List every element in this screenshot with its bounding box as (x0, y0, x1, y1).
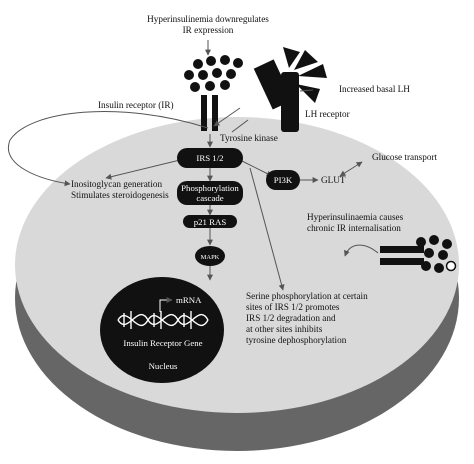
label-inositol-2: Stimulates steroidogenesis (71, 190, 169, 200)
label-serine-4: at other sites inhibits (246, 324, 323, 334)
label-mrna: mRNA (176, 295, 202, 305)
label-internal-1: Hyperinsulinaemia causes (307, 212, 404, 222)
arrows (7, 40, 379, 291)
irs-node (177, 148, 243, 168)
lh-receptor-shape (253, 47, 327, 132)
arrow-lh-pointer (299, 89, 314, 92)
label-hyper-down-2: IR expression (183, 25, 234, 35)
label-serine-1: Serine phosphorylation at certain (246, 291, 368, 301)
p21-node (183, 215, 237, 228)
internalised-receptor (380, 235, 457, 273)
labels: Hyperinsulinemia downregulates IR expres… (71, 14, 438, 371)
arrow-lh (231, 119, 249, 133)
label-phos-1: Phosphorylation (181, 183, 239, 193)
arrow-irs-pi3k (239, 159, 273, 177)
label-phos-2: cascade (196, 193, 223, 203)
label-nucleus: Nucleus (149, 361, 178, 371)
label-increased-lh: Increased basal LH (339, 84, 410, 94)
pi3k-node (266, 170, 300, 190)
arrow-loop-to-steroid (7, 110, 209, 187)
label-glut: GLUT (321, 175, 346, 185)
label-inositol-1: Inositoglycan generation (71, 179, 162, 189)
arrow-irs-serine (249, 167, 285, 291)
label-insulin-receptor: Insulin receptor (IR) (98, 100, 174, 110)
arrow-irs-inositol (105, 159, 181, 180)
label-serine-3: IRS 1/2 degradation and (246, 313, 336, 323)
label-mapk: MAPK (201, 254, 220, 261)
mrna-arrow (159, 297, 173, 312)
label-serine-2: sites of IRS 1/2 promotes (246, 302, 340, 312)
label-tyrosine-kinase: Tyrosine kinase (220, 133, 278, 143)
nucleus (100, 277, 224, 383)
label-glucose-transport: Glucose transport (372, 152, 438, 162)
label-gene: Insulin Receptor Gene (123, 338, 202, 348)
label-hyper-down-1: Hyperinsulinemia downregulates (147, 14, 269, 24)
cell (15, 117, 459, 451)
label-pi3k: PI3K (274, 175, 293, 185)
mapk-node (195, 246, 225, 266)
dna-helix (117, 311, 209, 329)
phos-node (177, 181, 243, 205)
label-serine-5: tyrosine dephosphorylation (246, 335, 347, 345)
insulin-molecules (184, 55, 243, 92)
label-lh-receptor: LH receptor (305, 109, 350, 119)
label-irs: IRS 1/2 (196, 153, 223, 163)
insulin-receptor (201, 95, 218, 131)
arrow-ir-label (213, 107, 241, 127)
pathway-nodes (177, 148, 300, 266)
arrow-internalisation (343, 244, 379, 257)
label-p21: p21 RAS (194, 217, 227, 227)
label-internal-2: chronic IR internalisation (307, 223, 401, 233)
arrow-glucose (339, 161, 363, 177)
